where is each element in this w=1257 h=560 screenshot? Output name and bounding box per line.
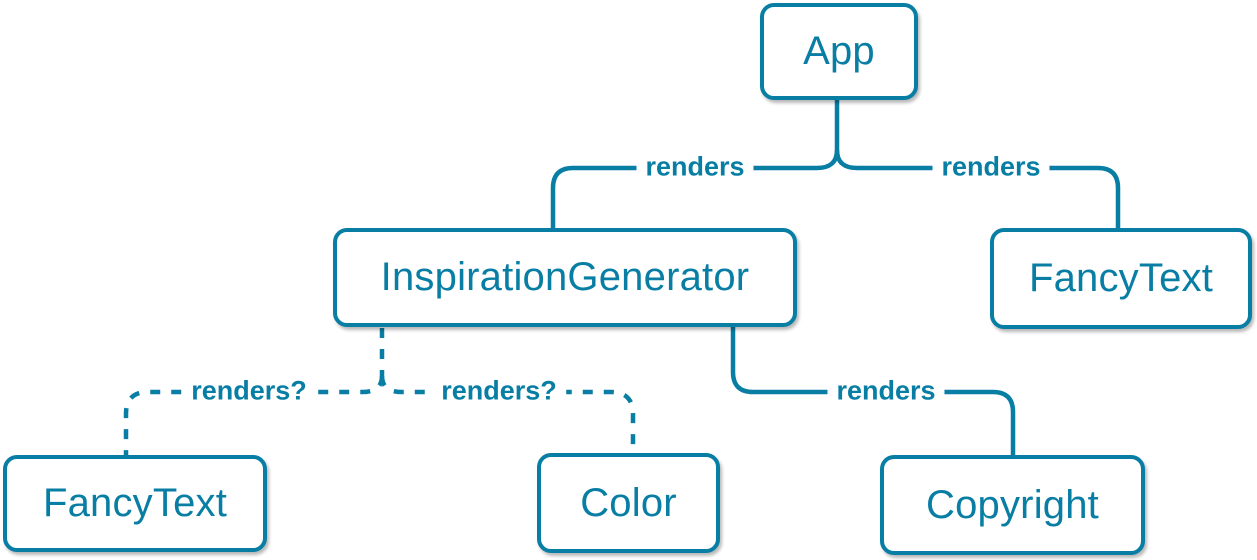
- node-copyright: Copyright: [880, 455, 1145, 555]
- node-color: Color: [537, 453, 720, 553]
- node-fancy-text-bottom: FancyText: [3, 455, 267, 552]
- node-app: App: [760, 3, 918, 100]
- edge-app-inspiration-generator: [550, 149, 840, 228]
- edge-inspiration-generator-color: [379, 375, 636, 452]
- edge-inspiration-generator-fancy-text: [123, 375, 385, 455]
- edge-label-app-fancy-text: renders: [932, 151, 1050, 183]
- edge-label-inspiration-generator-copyright: renders: [827, 375, 945, 407]
- edge-app-fancy-text: [834, 149, 1121, 228]
- node-fancy-text-top: FancyText: [990, 228, 1252, 329]
- node-inspiration-generator: InspirationGenerator: [333, 228, 797, 327]
- edge-label-inspiration-generator-fancy-text: renders?: [182, 375, 316, 407]
- edge-label-app-inspiration-generator: renders: [636, 151, 754, 183]
- edge-label-inspiration-generator-color: renders?: [432, 375, 566, 407]
